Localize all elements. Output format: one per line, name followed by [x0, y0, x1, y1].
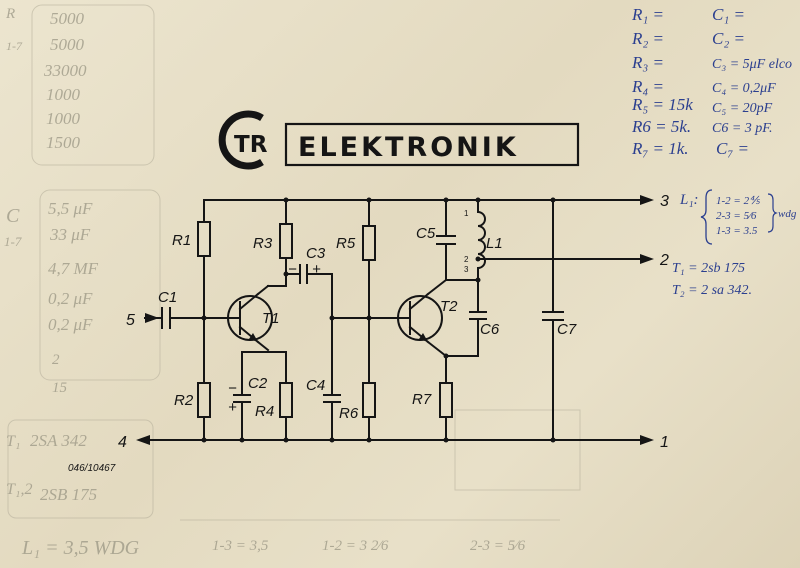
pencil-v5: 1000 — [46, 109, 81, 128]
node3-arrow — [640, 195, 654, 205]
l1-tap-3: 3 — [464, 265, 469, 274]
pencil-v2: 5000 — [50, 35, 85, 54]
r6-label: R6 — [339, 405, 359, 422]
circuit-wiring — [144, 199, 641, 441]
l1-label: L1 — [486, 235, 503, 252]
c2-plus: + — [228, 399, 237, 416]
c1-label: C1 — [158, 289, 177, 306]
pencil-tr1: 2SA 342 — [30, 431, 87, 450]
r7-label: R7 — [412, 391, 432, 408]
note-r1: R₁ = — [631, 5, 664, 24]
pencil-cap3: 4,7 MF — [48, 259, 99, 278]
pencil-t-b: T₁,2 — [6, 481, 32, 498]
note-r5: R₅ = 15k — [631, 95, 693, 114]
c2-label: C2 — [248, 375, 268, 392]
pencil-notes-left: 5000 5000 33000 1000 1000 1500 C 1-7 5,5… — [4, 6, 99, 504]
note-l1: L₁: — [679, 192, 699, 208]
pencil-v3: 33000 — [43, 61, 87, 80]
markers — [136, 195, 654, 445]
r3-label: R3 — [253, 235, 273, 252]
t2-emitter-arrow — [419, 333, 428, 342]
node-2-label: 2 — [659, 252, 669, 269]
faint-pencil-marks — [7, 4, 581, 521]
note-t1: T₁ = 2sb 175 — [672, 261, 745, 276]
pencil-bottom-b: 1-2 = 3 2⁄6 — [322, 538, 389, 554]
pencil-r-range: 1-7 — [6, 39, 23, 53]
note-c6: C6 = 3 pF. — [712, 121, 773, 136]
note-c3: C₃ = 5μF elco — [712, 57, 792, 72]
handwritten-notes-right: R₁ = R₂ = R₃ = R₄ = R₅ = 15k R6 = 5k. R₇… — [631, 5, 797, 298]
r2-label: R2 — [174, 392, 194, 409]
node-1-label: 1 — [660, 434, 669, 451]
pencil-bottom-a: 1-3 = 3,5 — [212, 538, 269, 554]
c3-plus: + — [312, 261, 321, 278]
brand-box — [284, 122, 580, 167]
pencil-bottom-c: 2-3 = 5⁄6 — [470, 538, 526, 554]
pencil-bottom-l: L₁ = 3,5 WDG — [21, 537, 140, 559]
c2-minus: − — [228, 380, 237, 397]
pencil-t-a: T₁ — [6, 433, 20, 450]
note-r7: R₇ = 1k. — [631, 139, 689, 158]
note-r4: R₄ = — [631, 77, 664, 96]
note-c7: C₇ = — [716, 139, 749, 158]
node5-arrow — [145, 313, 159, 323]
note-c2: C₂ = — [712, 29, 745, 48]
note-t2: T₂ = 2 sa 342. — [672, 283, 752, 298]
node2-arrow — [640, 254, 654, 264]
note-r3: R₃ = — [631, 53, 664, 72]
node4-arrow — [136, 435, 150, 445]
pencil-cap1: 5,5 μF — [48, 199, 93, 218]
l1-brace-right — [767, 193, 778, 233]
note-l1-12: 1-2 = 2⅘ — [716, 195, 760, 207]
note-c5: C₅ = 20pF — [712, 101, 773, 116]
note-l1-13: 1-3 = 3.5 — [716, 225, 758, 237]
c5-label: C5 — [416, 225, 436, 242]
l1-tap-1: 1 — [464, 209, 469, 218]
logo-text: TR — [234, 132, 268, 158]
pencil-v1: 5000 — [50, 9, 85, 28]
pencil-cap5: 0,2 μF — [48, 315, 93, 334]
c4-label: C4 — [306, 377, 325, 394]
note-r6: R6 = 5k. — [631, 117, 691, 136]
note-wdg: wdg — [778, 208, 797, 220]
c6-label: C6 — [480, 321, 500, 338]
pencil-v6: 1500 — [46, 133, 81, 152]
note-l1-23: 2-3 = 5⁄6 — [716, 210, 757, 222]
r4-label: R4 — [255, 403, 274, 420]
pencil-d1: 2 — [52, 352, 60, 368]
note-r2: R₂ = — [631, 29, 664, 48]
note-c4: C₄ = 0,2μF — [712, 81, 776, 96]
r1-label: R1 — [172, 232, 191, 249]
brand-logo: TR ELEKTRONIK — [218, 110, 580, 170]
t1-label: T1 — [262, 310, 280, 327]
l1-brace — [700, 189, 713, 245]
pencil-v4: 1000 — [46, 85, 81, 104]
node1-arrow — [640, 435, 654, 445]
node-3-label: 3 — [660, 193, 669, 210]
l1-tap-2: 2 — [464, 255, 469, 264]
node-4-label: 4 — [118, 434, 127, 451]
pencil-tr2: 2SB 175 — [40, 485, 97, 504]
pencil-c: C — [6, 205, 20, 227]
pencil-c-range: 1-7 — [4, 234, 22, 249]
t2-label: T2 — [440, 298, 458, 315]
c7-label: C7 — [557, 321, 577, 338]
t1-emitter-arrow — [249, 333, 258, 342]
note-c1: C₁ = — [712, 5, 745, 24]
r5-label: R5 — [336, 235, 356, 252]
pencil-d2: 15 — [52, 380, 68, 396]
brand-name: ELEKTRONIK — [298, 132, 519, 163]
c3-label: C3 — [306, 245, 326, 262]
pencil-cap4: 0,2 μF — [48, 289, 93, 308]
node-5-label: 5 — [126, 312, 135, 329]
c3-minus: − — [288, 261, 297, 278]
pencil-notes-bottom: L₁ = 3,5 WDG 1-3 = 3,5 1-2 = 3 2⁄6 2-3 =… — [21, 537, 526, 559]
pencil-cap2: 33 μF — [49, 225, 91, 244]
pencil-r: R — [5, 6, 15, 22]
doc-number: 046/10467 — [68, 463, 116, 474]
